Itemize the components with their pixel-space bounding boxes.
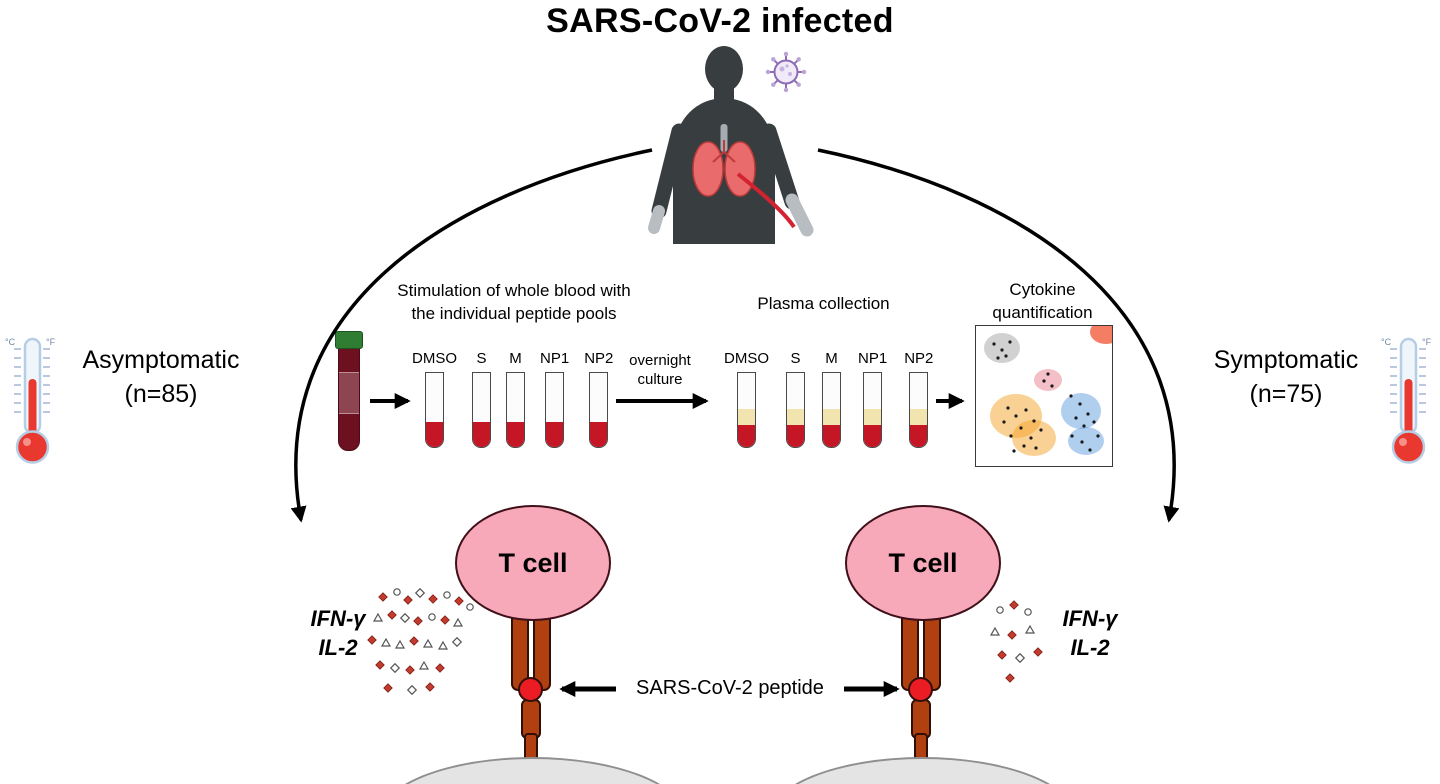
asymptomatic-group-label: Asymptomatic (n=85) [54, 343, 268, 411]
step3-line2: quantification [992, 303, 1093, 322]
blood-liquid [507, 422, 524, 447]
overnight-line1: overnight [629, 352, 691, 369]
tube-label: M [509, 350, 522, 367]
tube-label: M [825, 350, 838, 367]
tube-col-dmso: DMSO [412, 350, 457, 448]
peptide-dot [908, 677, 933, 702]
thermometer-icon: °C °F [5, 337, 56, 464]
figure-title: SARS-CoV-2 infected [546, 2, 894, 40]
blood-liquid [590, 422, 608, 447]
cytokine-plot-clusters [984, 320, 1122, 456]
tube-label: NP1 [540, 350, 570, 367]
tube-body [338, 345, 360, 451]
cytokine-label-right: IFN-γ IL-2 [1043, 604, 1137, 662]
blood-liquid [738, 425, 755, 447]
blood-liquid [473, 422, 490, 447]
test-tube-icon [545, 372, 565, 448]
tube-label: NP1 [858, 350, 888, 367]
test-tube-icon [737, 372, 756, 448]
step1-line1: Stimulation of whole blood with [397, 281, 631, 300]
tcell-label: T cell [888, 547, 958, 578]
celsius-label: °C [5, 337, 16, 347]
blood-liquid [823, 425, 840, 447]
tube-label: S [790, 350, 801, 367]
step1-header: Stimulation of whole blood with the indi… [366, 279, 662, 325]
blood-liquid [864, 425, 882, 447]
overnight-culture-note: overnight culture [618, 351, 702, 389]
step2-header: Plasma collection [736, 292, 911, 315]
test-tube-icon [506, 372, 525, 448]
tube-col-np1: NP1 [540, 350, 569, 448]
tube-col-dmso: DMSO [724, 350, 769, 448]
tcell-left: T cell [455, 505, 611, 621]
peptide-dot [518, 677, 543, 702]
tcell-label: T cell [498, 547, 568, 578]
fahrenheit-label: °F [1422, 337, 1432, 347]
tube-col-m: M [822, 350, 841, 448]
il2-label: IL-2 [1070, 635, 1110, 660]
tube-label: S [476, 350, 487, 367]
tube-label: DMSO [724, 350, 769, 367]
blood-collection-tube-icon [334, 331, 364, 453]
test-tube-icon [786, 372, 805, 448]
step3-header: Cytokine quantification [970, 278, 1115, 324]
tube-label: NP2 [584, 350, 614, 367]
tube-label: NP2 [904, 350, 934, 367]
group-n: (n=85) [124, 380, 198, 408]
il2-label: IL-2 [318, 635, 358, 660]
plasma-tube-group: DMSO S M NP1 NP2 [724, 350, 933, 448]
tube-col-s: S [786, 350, 805, 448]
plasma-liquid [910, 409, 928, 425]
overnight-line2: culture [637, 371, 683, 388]
apc-cell [378, 757, 687, 784]
tcell-right: T cell [845, 505, 1001, 621]
tube-label: DMSO [412, 350, 457, 367]
apc-cell [768, 757, 1077, 784]
plasma-liquid [738, 409, 755, 425]
group-name: Symptomatic [1213, 346, 1359, 374]
test-tube-icon [822, 372, 841, 448]
tube-col-np1: NP1 [858, 350, 887, 448]
group-name: Asymptomatic [82, 346, 240, 374]
symptomatic-group-label: Symptomatic (n=75) [1179, 343, 1393, 411]
ifn-gamma-label: IFN-γ [1062, 606, 1118, 631]
blood-liquid [787, 425, 804, 447]
human-silhouette-icon [648, 46, 814, 244]
ifn-gamma-label: IFN-γ [310, 606, 366, 631]
virus-icon [765, 51, 807, 93]
plasma-liquid [823, 409, 840, 425]
test-tube-icon [472, 372, 491, 448]
test-tube-icon [909, 372, 929, 448]
stimulation-tube-group: DMSO S M NP1 NP2 [412, 350, 613, 448]
tube-col-np2: NP2 [904, 350, 933, 448]
tube-paper-label [339, 372, 359, 414]
blood-liquid [426, 422, 443, 447]
blood-liquid [910, 425, 928, 447]
step3-line1: Cytokine [1009, 280, 1076, 299]
step1-line2: the individual peptide pools [411, 304, 617, 323]
test-tube-icon [863, 372, 883, 448]
cytokine-label-left: IFN-γ IL-2 [291, 604, 385, 662]
step2-title: Plasma collection [757, 294, 890, 313]
group-n: (n=75) [1249, 380, 1323, 408]
cytokine-tsne-plot [975, 320, 1122, 467]
tube-col-m: M [506, 350, 525, 448]
test-tube-icon [589, 372, 609, 448]
test-tube-icon [425, 372, 444, 448]
tube-col-np2: NP2 [584, 350, 613, 448]
plasma-liquid [864, 409, 882, 425]
plasma-liquid [787, 409, 804, 425]
tube-col-s: S [472, 350, 491, 448]
peptide-label: SARS-CoV-2 peptide [636, 677, 824, 699]
blood-liquid [546, 422, 564, 447]
tube-cap [335, 331, 363, 349]
